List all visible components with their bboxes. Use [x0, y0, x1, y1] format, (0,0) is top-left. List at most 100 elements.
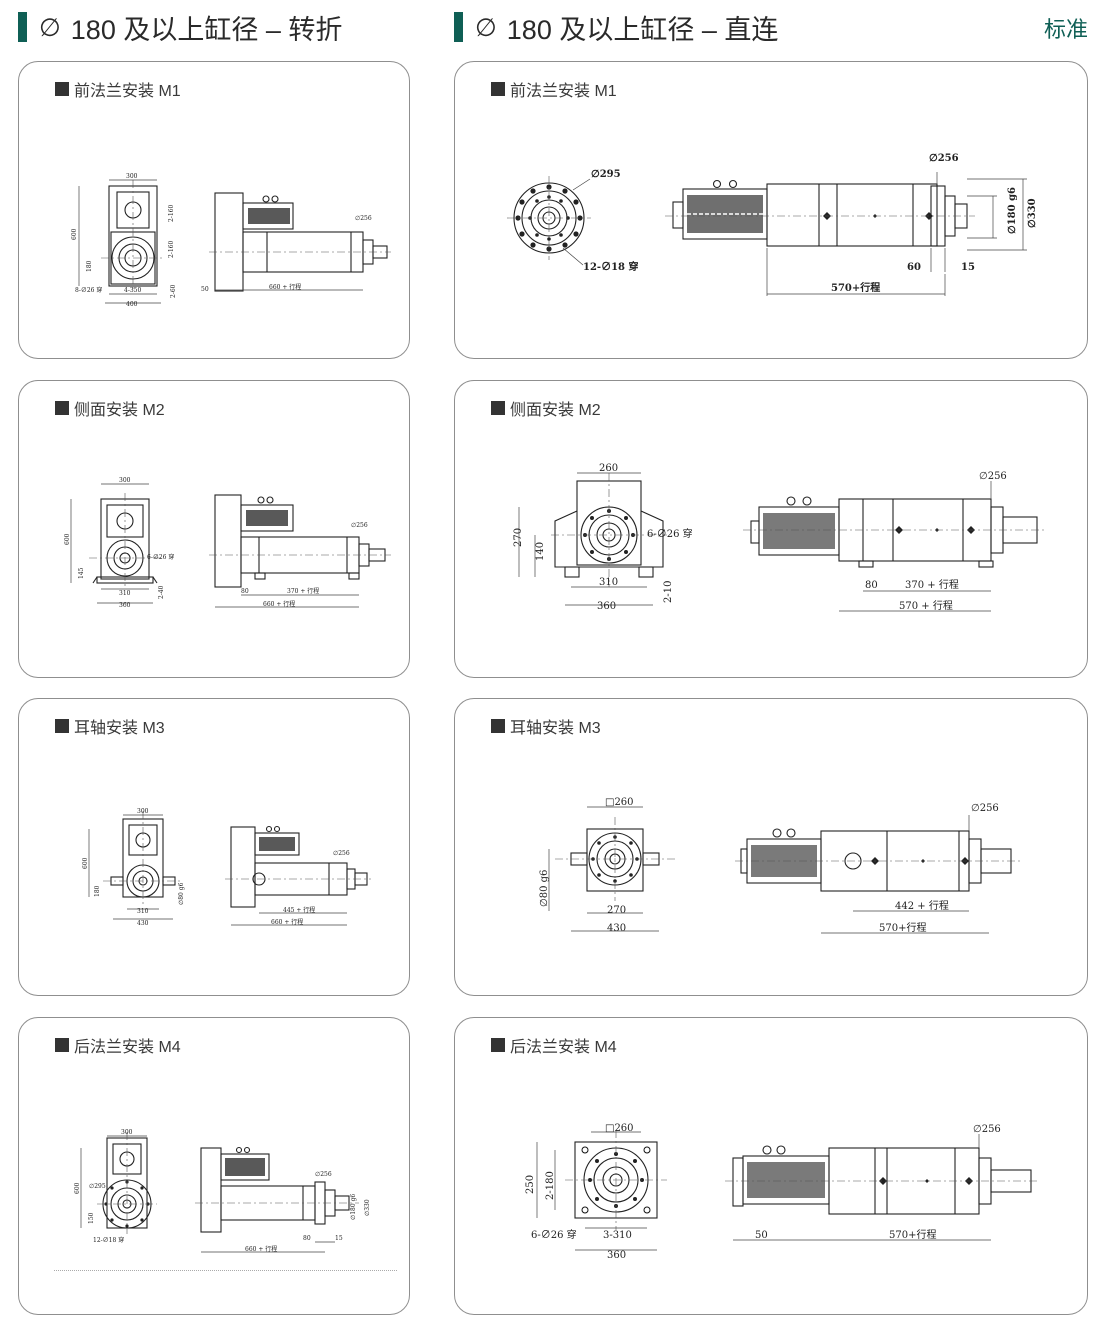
panel-rear-flange-turn: 后法兰安装 M4 300 ∅295 600 150 12-∅18 穿 ∅256 … — [18, 1017, 410, 1315]
panel-label-text: 耳轴安装 M3 — [74, 720, 165, 737]
dim-label: 140 — [535, 542, 546, 561]
trunnion-mount-direct-drawing: □260 ∅80 g6 270 430 ∅256 442 + 行程 570+行程 — [539, 797, 1021, 934]
dim-label: 6-∅26 穿 — [147, 553, 174, 561]
dim-label: □260 — [605, 797, 634, 808]
panel-rear-flange-direct: 后法兰安装 M4 □260 250 2-180 6-∅26 穿 3-310 36… — [454, 1017, 1088, 1315]
dim-label: 400 — [126, 301, 138, 308]
dim-label: ∅256 — [979, 471, 1007, 482]
dim-label: 12-∅18 穿 — [93, 1236, 124, 1244]
side-mount-turn-drawing: 300 600 145 6-∅26 穿 310 360 2-40 ∅256 80… — [64, 477, 391, 609]
panel-label: 耳轴安装 M3 — [491, 714, 601, 738]
dim-label: 250 — [525, 1175, 536, 1194]
header-accent-bar — [18, 12, 27, 42]
dim-label: 150 — [88, 1212, 95, 1224]
front-flange-turn-drawing: 300 2-160 2-160 600 180 8-∅26 穿 4-350 40… — [71, 173, 391, 308]
dim-label: 50 — [755, 1230, 768, 1241]
rear-flange-turn-drawing: 300 ∅295 600 150 12-∅18 穿 ∅256 ∅180 g6 ∅… — [74, 1129, 371, 1253]
label-square-icon — [55, 719, 69, 733]
panel-label-text: 前法兰安装 M1 — [510, 83, 617, 100]
dim-label: ∅256 — [929, 153, 959, 164]
dim-label: 445 + 行程 — [283, 906, 315, 914]
dim-label: 15 — [961, 262, 975, 273]
panel-label-text: 侧面安装 M2 — [74, 402, 165, 419]
dim-label: 2-180 — [545, 1171, 556, 1200]
dim-label: 3-310 — [603, 1230, 632, 1241]
dim-label: 300 — [137, 808, 149, 815]
dim-label: 360 — [119, 602, 131, 609]
dim-label: ∅80 g6 — [539, 870, 550, 907]
dim-label: 310 — [599, 577, 618, 588]
label-square-icon — [55, 1038, 69, 1052]
dim-label: 6-∅26 穿 — [531, 1228, 577, 1241]
front-flange-direct-drawing: ∅295 12-∅18 穿 ∅256 ∅180 g6 ∅330 60 15 57… — [507, 153, 1038, 296]
dim-label: 360 — [607, 1250, 626, 1261]
dim-label: ∅256 — [355, 215, 372, 222]
dotted-divider — [54, 1270, 397, 1271]
left-section-header: ∅ 180 及以上缸径 – 转折 — [18, 10, 343, 45]
dim-label: 570+行程 — [889, 1228, 936, 1241]
panel-label-text: 后法兰安装 M4 — [74, 1039, 181, 1056]
dim-label: 660 + 行程 — [269, 283, 301, 291]
dim-label: 600 — [74, 1182, 81, 1194]
dim-label: 570+行程 — [831, 281, 880, 294]
dim-label: 570+行程 — [879, 921, 926, 934]
dim-label: 600 — [71, 228, 78, 240]
dim-label: 360 — [597, 601, 616, 612]
panel-label: 后法兰安装 M4 — [55, 1033, 181, 1057]
panel-trunnion-mount-direct: 耳轴安装 M3 □260 ∅80 g6 270 430 ∅256 442 + 行… — [454, 698, 1088, 996]
dim-label: 60 — [907, 262, 921, 273]
right-section-title: 180 及以上缸径 – 直连 — [506, 14, 779, 45]
dim-label: ∅256 — [315, 1171, 332, 1178]
panel-trunnion-mount-turn: 耳轴安装 M3 300 600 180 310 430 ∅80 g6 ∅256 … — [18, 698, 410, 996]
dim-label: 2-40 — [158, 585, 165, 599]
dim-label: 180 — [94, 885, 101, 897]
panel-label-text: 前法兰安装 M1 — [74, 83, 181, 100]
panel-label: 侧面安装 M2 — [55, 396, 165, 420]
dim-label: ∅330 — [1027, 198, 1038, 228]
dim-label: 2-160 — [168, 205, 175, 222]
panel-label: 侧面安装 M2 — [491, 396, 601, 420]
label-square-icon — [55, 82, 69, 96]
dim-label: 310 — [119, 590, 131, 597]
dim-label: 50 — [201, 286, 209, 293]
dim-label: □260 — [605, 1123, 634, 1134]
dim-label: ∅330 — [364, 1199, 371, 1216]
panel-label-text: 耳轴安装 M3 — [510, 720, 601, 737]
panel-label: 前法兰安装 M1 — [55, 77, 181, 101]
dim-label: 180 — [86, 260, 93, 272]
dim-label: 300 — [121, 1129, 133, 1136]
dim-label: 270 — [513, 528, 524, 547]
dim-label: 2-60 — [170, 284, 177, 298]
diameter-symbol: ∅ — [475, 12, 497, 42]
dim-label: 600 — [64, 533, 71, 545]
dim-label: ∅295 — [89, 1183, 106, 1190]
dim-label: 310 — [137, 908, 149, 915]
panel-label-text: 后法兰安装 M4 — [510, 1039, 617, 1056]
dim-label: 145 — [78, 567, 85, 579]
label-square-icon — [491, 1038, 505, 1052]
dim-label: 600 — [82, 857, 89, 869]
dim-label: 300 — [126, 173, 138, 180]
dim-label: 270 — [607, 905, 626, 916]
dim-label: 300 — [119, 477, 131, 484]
label-square-icon — [55, 401, 69, 415]
right-section-header: ∅ 180 及以上缸径 – 直连 — [454, 10, 779, 45]
standard-tag: 标准 — [1043, 17, 1088, 42]
header-accent-bar — [454, 12, 463, 42]
dim-label: ∅256 — [333, 850, 350, 857]
dim-label: ∅180 g6 — [1007, 187, 1018, 234]
dim-label: ∅256 — [971, 803, 999, 814]
dim-label: 4-350 — [124, 287, 141, 294]
panel-front-flange-turn: 前法兰安装 M1 300 2-160 2-160 600 180 8-∅26 穿… — [18, 61, 410, 359]
dim-label: 660 + 行程 — [263, 600, 295, 608]
trunnion-mount-turn-drawing: 300 600 180 310 430 ∅80 g6 ∅256 445 + 行程… — [82, 808, 371, 927]
dim-label: ∅80 g6 — [178, 882, 185, 905]
dim-label: 430 — [137, 920, 149, 927]
dim-label: ∅295 — [591, 169, 621, 180]
dim-label: 570 + 行程 — [899, 599, 953, 612]
dim-label: 80 — [303, 1235, 311, 1242]
dim-label: 660 + 行程 — [245, 1245, 277, 1253]
left-section-title: 180 及以上缸径 – 转折 — [70, 14, 343, 45]
dim-label: 370 + 行程 — [287, 587, 319, 595]
dim-label: 80 — [241, 588, 249, 595]
